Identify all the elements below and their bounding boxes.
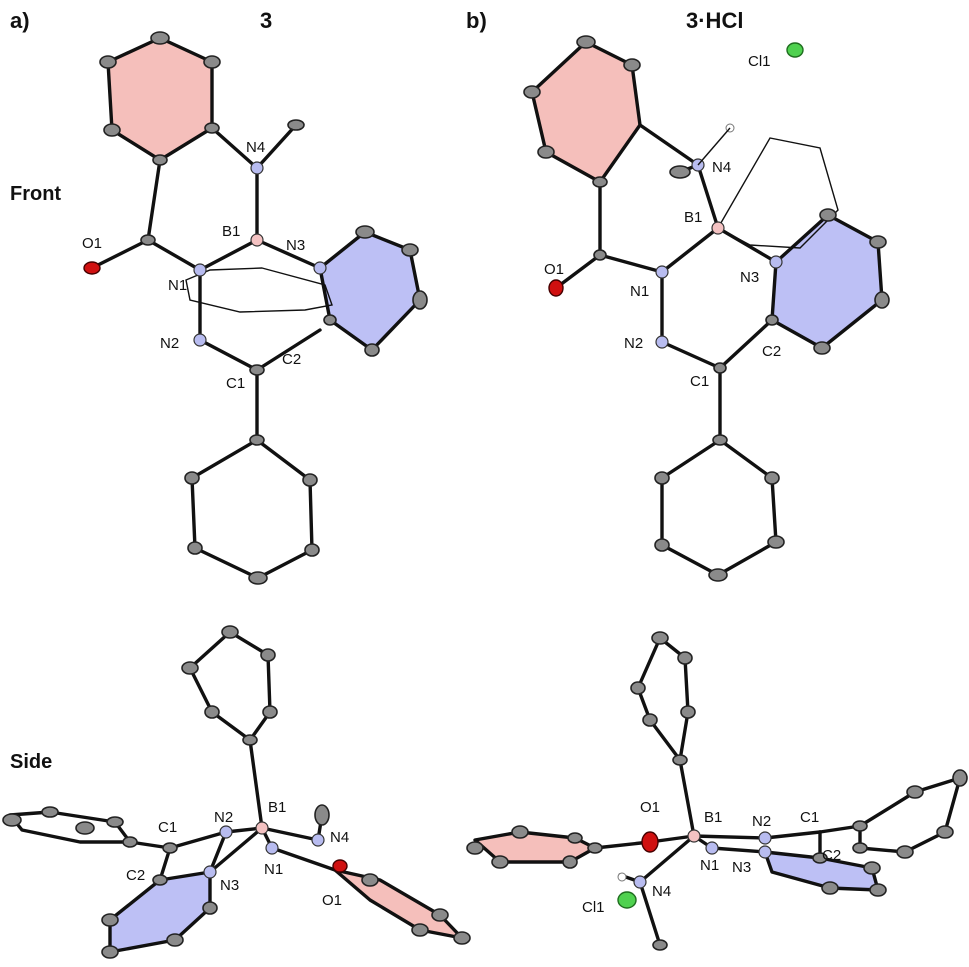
- label-n1-b-side: N1: [700, 857, 719, 874]
- label-b1-b-front: B1: [684, 209, 702, 226]
- atom-b1-ellipsoid: [250, 233, 264, 247]
- label-cl1-b-side: Cl1: [582, 899, 605, 916]
- label-n1-a-front: N1: [168, 277, 187, 294]
- label-n4-a-side: N4: [330, 829, 349, 846]
- label-c1-a-front: C1: [226, 375, 245, 392]
- label-c1-b-front: C1: [690, 373, 709, 390]
- label-n2-a-front: N2: [160, 335, 179, 352]
- label-o1-a-front: O1: [82, 235, 102, 252]
- label-c2-a-side: C2: [126, 867, 145, 884]
- label-c1-a-side: C1: [158, 819, 177, 836]
- atom-o1-ellipsoid: [83, 261, 101, 275]
- label-n3-b-side: N3: [732, 859, 751, 876]
- row-label-front: Front: [10, 183, 61, 205]
- panel-a-compound: 3: [260, 8, 272, 33]
- label-n1-b-front: N1: [630, 283, 649, 300]
- label-n3-a-side: N3: [220, 877, 239, 894]
- panel-a-letter: a): [10, 8, 30, 33]
- label-o1-b-front: O1: [544, 261, 564, 278]
- label-n4-a-front: N4: [246, 139, 265, 156]
- label-c2-b-front: C2: [762, 343, 781, 360]
- panel-b-letter: b): [466, 8, 487, 33]
- row-label-side: Side: [10, 751, 52, 773]
- structure-3hcl-side: O1 B1 N2 C1 C2 N1 N3 N4 Cl1: [466, 631, 968, 951]
- structure-3-front: N4 B1 N3 O1 N1 N2 C1 C2: [82, 31, 428, 585]
- label-n3-a-front: N3: [286, 237, 305, 254]
- structure-3-side: C1 N2 B1 N4 C2 N3 N1 O1: [2, 625, 471, 959]
- structure-3hcl-front: Cl1 N4 B1 N3 O1 N1 N2 C1 C2: [523, 35, 890, 582]
- label-n3-b-front: N3: [740, 269, 759, 286]
- label-n2-a-side: N2: [214, 809, 233, 826]
- aryl-ring-red: [106, 36, 214, 162]
- pyridyl-ring-blue: [770, 213, 884, 350]
- label-n1-a-side: N1: [264, 861, 283, 878]
- label-cl1-b-front: Cl1: [748, 53, 771, 70]
- atom-cl1-ellipsoid: [786, 42, 804, 58]
- label-n2-b-side: N2: [752, 813, 771, 830]
- label-c2-a-front: C2: [282, 351, 301, 368]
- label-c2-b-side: C2: [822, 847, 841, 864]
- label-n4-b-front: N4: [712, 159, 731, 176]
- label-b1-a-side: B1: [268, 799, 286, 816]
- label-o1-b-side: O1: [640, 799, 660, 816]
- label-c1-b-side: C1: [800, 809, 819, 826]
- label-b1-a-front: B1: [222, 223, 240, 240]
- label-b1-b-side: B1: [704, 809, 722, 826]
- label-o1-a-side: O1: [322, 892, 342, 909]
- aryl-ring-red: [333, 868, 464, 940]
- panel-b-compound: 3·HCl: [686, 8, 743, 33]
- label-n4-b-side: N4: [652, 883, 671, 900]
- label-n2-b-front: N2: [624, 335, 643, 352]
